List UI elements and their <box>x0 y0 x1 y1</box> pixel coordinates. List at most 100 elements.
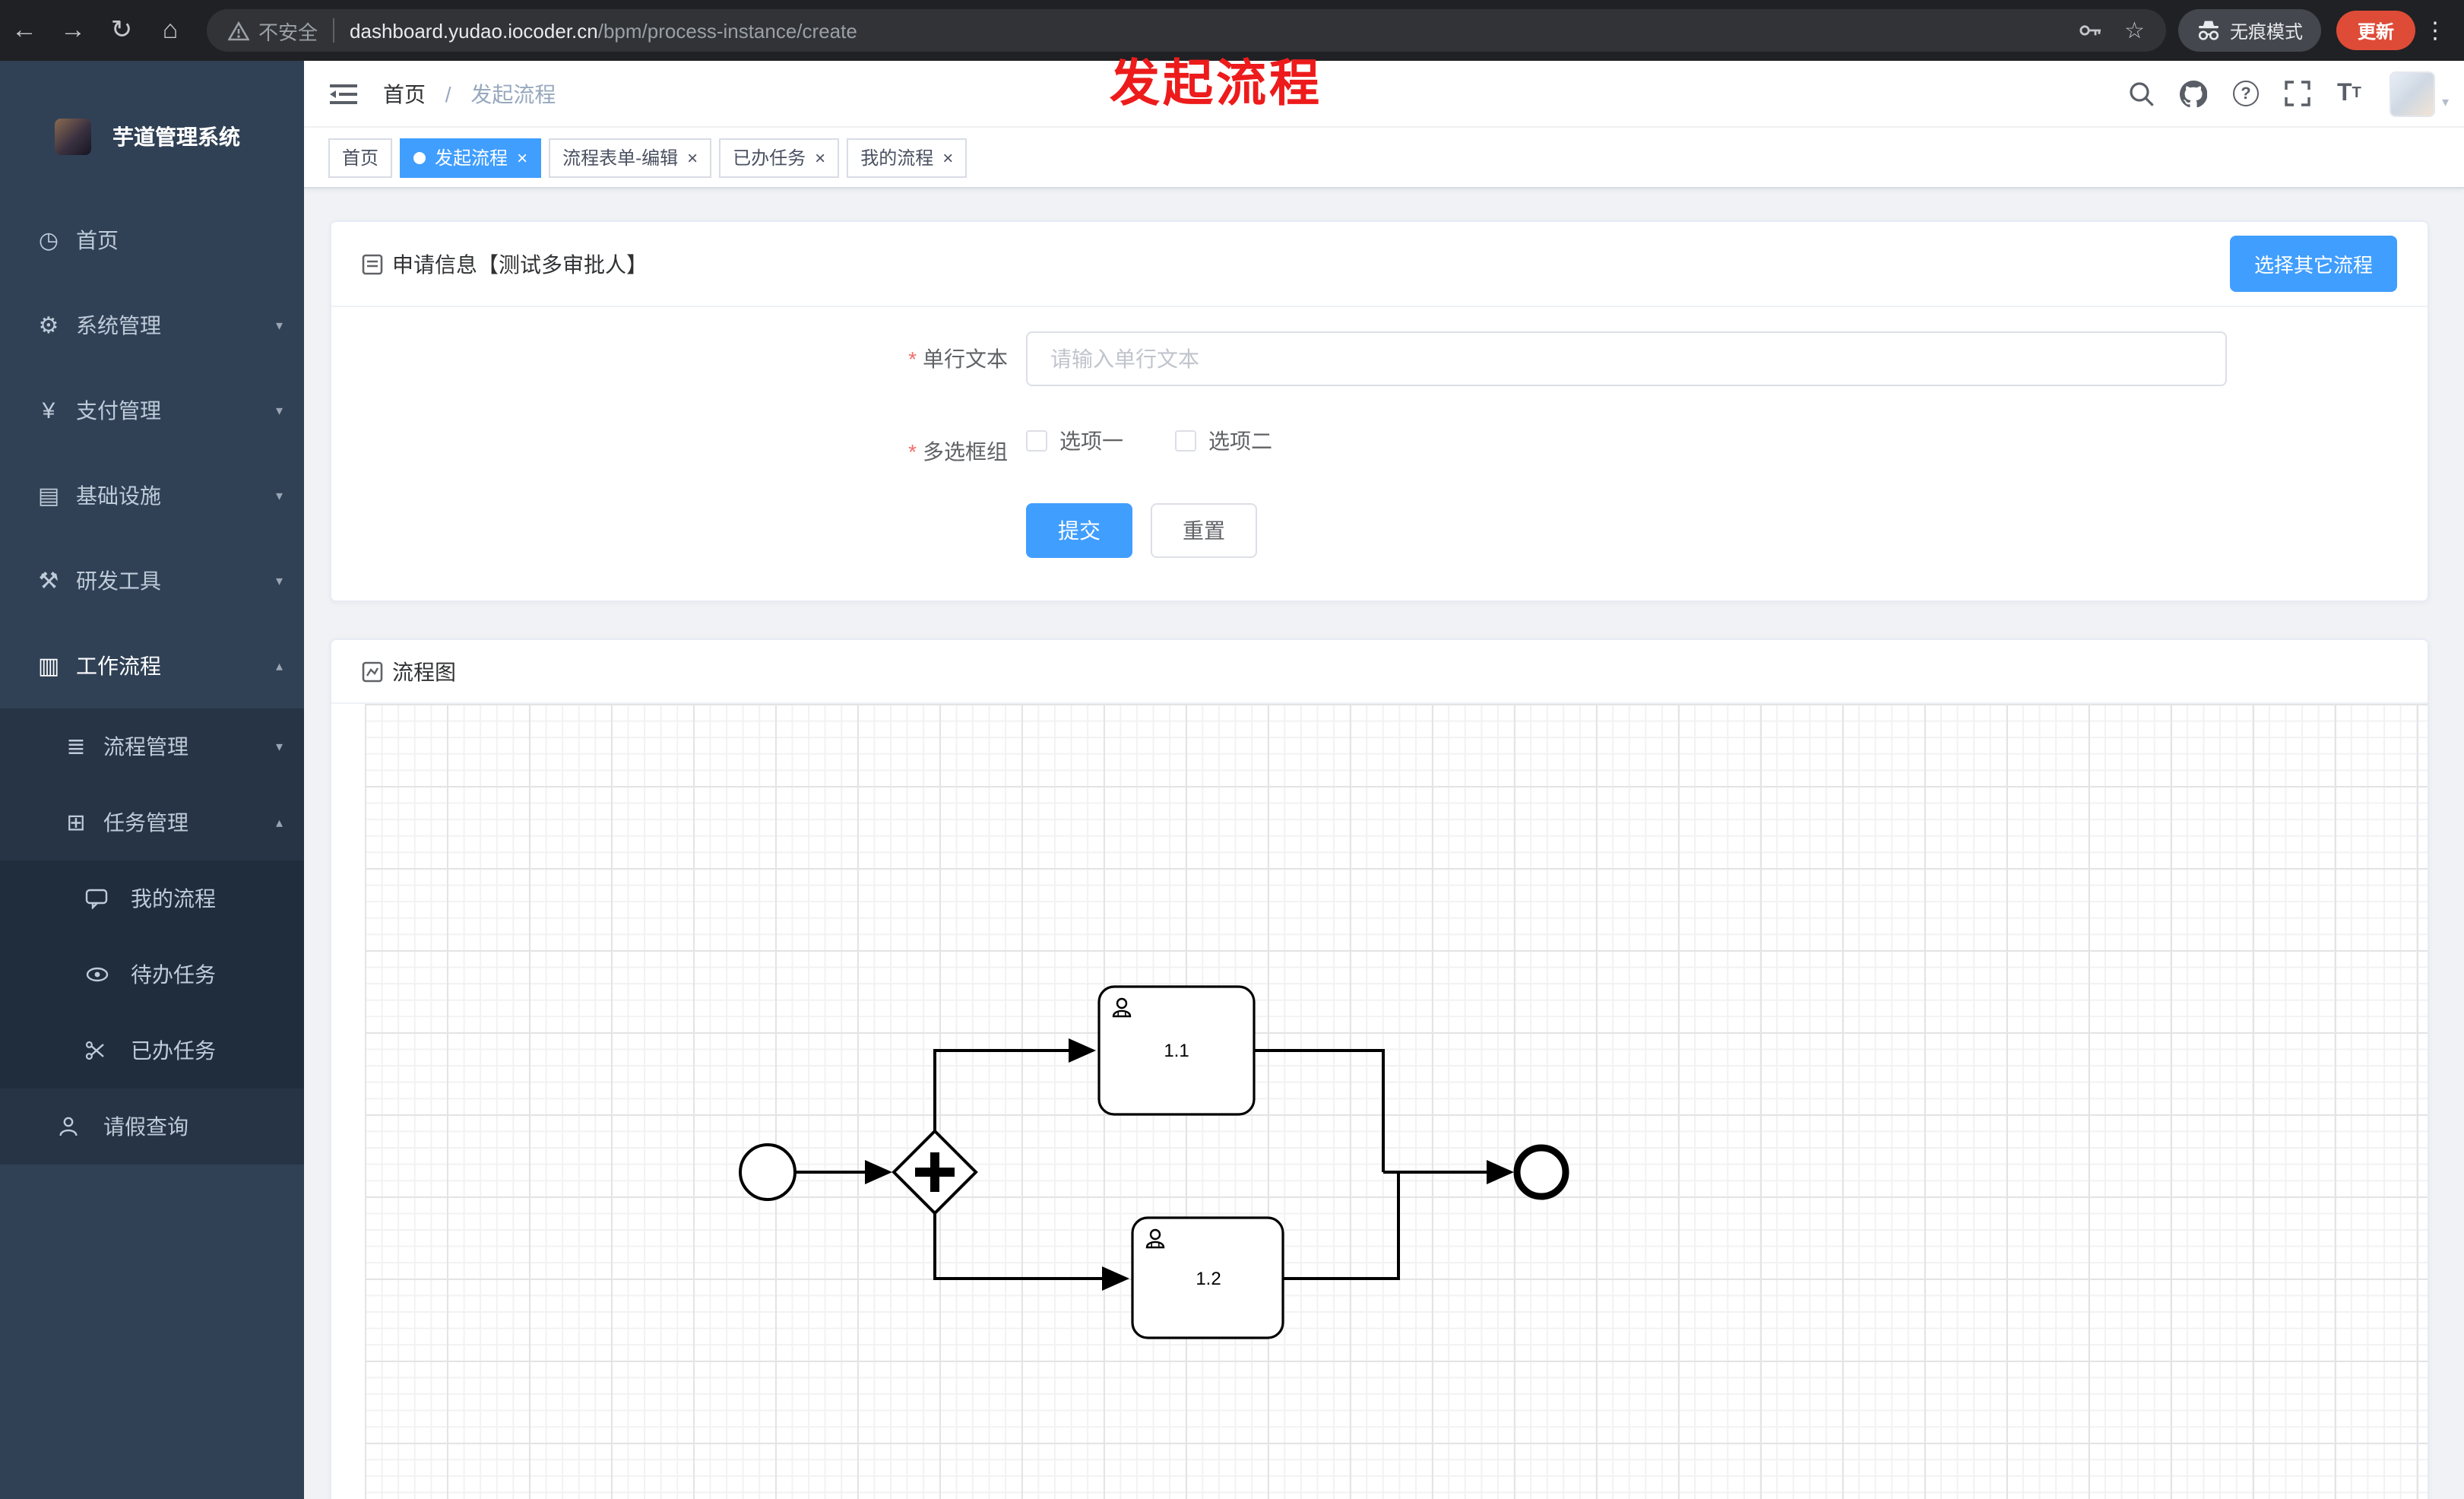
sidebar-item-label: 工作流程 <box>76 654 161 678</box>
infrastructure-icon: ▤ <box>37 483 60 509</box>
tab-done-tasks[interactable]: 已办任务 × <box>719 138 840 177</box>
diagram-card-header: 流程图 <box>331 640 2428 704</box>
close-icon[interactable]: × <box>942 147 954 168</box>
help-icon[interactable]: ? <box>2220 81 2272 106</box>
process-list-icon: ≣ <box>66 734 86 760</box>
breadcrumb-separator: / <box>445 81 451 106</box>
collapse-sidebar-icon[interactable] <box>328 81 359 106</box>
tab-process-form-edit[interactable]: 流程表单-编辑 × <box>549 138 712 177</box>
user-task-icon <box>1145 1228 1165 1249</box>
sidebar-item-label: 请假查询 <box>103 1114 188 1139</box>
close-icon[interactable]: × <box>815 147 826 168</box>
sidebar-item-done-tasks[interactable]: 已办任务 <box>0 1013 304 1089</box>
chevron-down-icon: ▾ <box>275 572 283 588</box>
refresh-icon[interactable]: ↻ <box>110 15 133 44</box>
application-info-card: 申请信息【测试多审批人】 选择其它流程 *单行文本 *多选框组 选项一 选项二 <box>330 220 2429 602</box>
back-icon[interactable]: ← <box>11 15 37 44</box>
browser-menu-dots-icon[interactable]: ⋮ <box>2424 18 2447 44</box>
process-diagram-card: 流程图 <box>330 639 2429 1499</box>
task-management-icon: ⊞ <box>66 810 86 836</box>
sidebar-item-leave-query[interactable]: 请假查询 <box>0 1089 304 1165</box>
chevron-down-icon: ▾ <box>275 317 283 332</box>
app-title: 芋道管理系统 <box>112 125 240 149</box>
github-icon[interactable] <box>2168 80 2220 107</box>
update-button[interactable]: 更新 <box>2336 11 2415 50</box>
diagram-card-title: 流程图 <box>392 659 456 683</box>
yen-icon: ¥ <box>42 398 55 423</box>
fullscreen-icon[interactable] <box>2272 81 2323 106</box>
bpmn-canvas[interactable]: 1.1 1.2 <box>365 704 2428 1499</box>
tags-view-bar: 首页 发起流程 × 流程表单-编辑 × 已办任务 × 我的流程 × <box>304 128 2464 189</box>
eye-icon <box>85 965 122 984</box>
dashboard-icon: ◷ <box>38 228 59 254</box>
tab-home[interactable]: 首页 <box>328 138 393 177</box>
checkbox-option-2[interactable]: 选项二 <box>1175 426 1272 456</box>
checkbox-icon[interactable] <box>1175 430 1196 452</box>
checkbox-option-1[interactable]: 选项一 <box>1026 426 1123 456</box>
sidebar-item-my-processes[interactable]: 我的流程 <box>0 860 304 936</box>
sidebar-item-devtools[interactable]: ⚒ 研发工具 ▾ <box>0 538 304 623</box>
diagram-icon <box>362 661 383 682</box>
reset-button[interactable]: 重置 <box>1151 503 1257 558</box>
person-icon <box>58 1116 94 1137</box>
sidebar-item-home[interactable]: ◷ 首页 <box>0 198 304 283</box>
sequence-flow-gateway-to-task2 <box>933 1213 1129 1291</box>
sidebar-item-label: 待办任务 <box>131 962 216 987</box>
sidebar-item-task-management[interactable]: ⊞ 任务管理 ▴ <box>0 784 304 860</box>
sidebar-item-label: 首页 <box>76 228 119 252</box>
select-other-process-button[interactable]: 选择其它流程 <box>2229 236 2397 292</box>
close-icon[interactable]: × <box>687 147 698 168</box>
workflow-icon: ▥ <box>37 654 60 680</box>
sidebar-item-todo-tasks[interactable]: 待办任务 <box>0 936 304 1013</box>
sidebar-item-infrastructure[interactable]: ▤ 基础设施 ▾ <box>0 453 304 538</box>
sidebar: 芋道管理系统 ◷ 首页 ⚙ 系统管理 ▾ ¥ 支付管理 ▾ ▤ 基础设施 ▾ <box>0 61 304 1499</box>
sidebar-item-system-management[interactable]: ⚙ 系统管理 ▾ <box>0 283 304 368</box>
form-card-title: 申请信息【测试多审批人】 <box>392 252 648 276</box>
breadcrumb-home[interactable]: 首页 <box>383 81 426 106</box>
breadcrumb-current: 发起流程 <box>470 81 556 106</box>
logo-avatar <box>55 119 91 155</box>
form-icon <box>362 253 383 274</box>
home-icon[interactable]: ⌂ <box>162 15 179 44</box>
devtools-icon: ⚒ <box>38 569 59 594</box>
avatar-caret-icon[interactable]: ▾ <box>2441 93 2449 109</box>
chevron-down-icon: ▾ <box>275 738 283 753</box>
sidebar-item-label: 基础设施 <box>76 483 161 508</box>
tab-label: 已办任务 <box>733 147 806 169</box>
close-icon[interactable]: × <box>517 147 528 168</box>
end-event <box>1513 1144 1569 1200</box>
incognito-icon <box>2196 20 2221 41</box>
single-line-text-input[interactable] <box>1026 331 2227 386</box>
tab-label: 首页 <box>342 147 379 169</box>
user-task-1 <box>1097 985 1256 1116</box>
sequence-flow-task1-to-merge <box>1254 1049 1385 1172</box>
browser-toolbar: ← → ↻ ⌂ 不安全 dashboard.yudao.iocoder.cn/b… <box>0 0 2464 61</box>
chevron-down-icon: ▾ <box>275 402 283 417</box>
password-key-icon[interactable] <box>2077 18 2103 43</box>
tab-start-process[interactable]: 发起流程 × <box>400 138 542 177</box>
address-bar[interactable]: 不安全 dashboard.yudao.iocoder.cn/bpm/proce… <box>207 9 2166 52</box>
sidebar-item-label: 研发工具 <box>76 569 161 593</box>
chevron-up-icon: ▴ <box>275 658 283 673</box>
sidebar-item-label: 支付管理 <box>76 398 161 423</box>
user-task-1-label: 1.1 <box>1164 1041 1189 1061</box>
forward-icon[interactable]: → <box>60 15 86 44</box>
user-task-icon <box>1112 997 1132 1018</box>
bookmark-star-icon[interactable]: ☆ <box>2124 18 2145 44</box>
sidebar-item-payment-management[interactable]: ¥ 支付管理 ▾ <box>0 368 304 453</box>
sidebar-item-process-management[interactable]: ≣ 流程管理 ▾ <box>0 708 304 784</box>
incognito-label: 无痕模式 <box>2229 21 2303 42</box>
incognito-badge: 无痕模式 <box>2177 9 2321 52</box>
submit-button[interactable]: 提交 <box>1026 503 1132 558</box>
sidebar-item-label: 系统管理 <box>76 313 161 338</box>
main-content: 申请信息【测试多审批人】 选择其它流程 *单行文本 *多选框组 选项一 选项二 <box>304 189 2464 1499</box>
search-icon[interactable] <box>2117 80 2168 107</box>
checkbox-icon[interactable] <box>1026 430 1047 452</box>
user-avatar[interactable] <box>2390 71 2436 116</box>
tab-my-processes[interactable]: 我的流程 × <box>847 138 968 177</box>
sidebar-item-workflow[interactable]: ▥ 工作流程 ▴ <box>0 623 304 708</box>
scissors-icon <box>85 1040 122 1061</box>
user-task-2-label: 1.2 <box>1196 1269 1221 1289</box>
